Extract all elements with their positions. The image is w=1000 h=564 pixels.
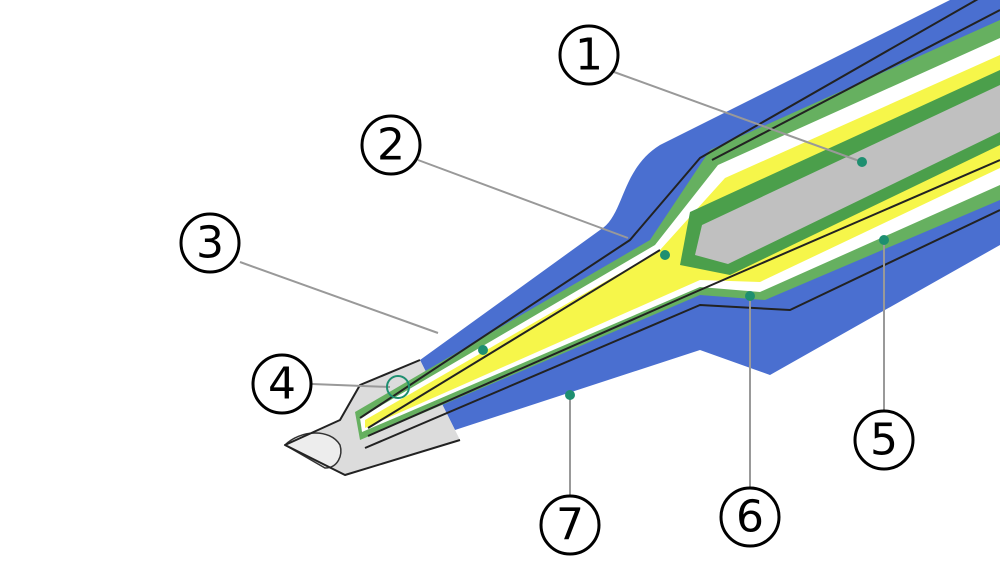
tip-facet: [283, 432, 342, 469]
callout-number: 3: [196, 218, 224, 269]
callout-number: 6: [736, 492, 764, 543]
inner-outline-top: [711, 9, 1000, 161]
leader-4: [311, 383, 391, 388]
callout-7: 7: [539, 494, 601, 556]
callout-3: 3: [179, 212, 241, 274]
marker-dot-2: [660, 250, 670, 260]
marker-dot-7: [565, 390, 575, 400]
lower-outline: [364, 209, 1000, 449]
callout-number: 1: [575, 30, 603, 81]
callout-2: 2: [360, 114, 422, 176]
callout-4: 4: [251, 353, 313, 415]
marker-dot-5: [879, 235, 889, 245]
callout-number: 2: [377, 120, 405, 171]
callout-number: 4: [268, 359, 296, 410]
marker-ring-4: [386, 375, 410, 399]
callout-number: 7: [556, 500, 584, 551]
marker-dots: [386, 157, 889, 400]
callout-6: 6: [719, 486, 781, 548]
leader-3: [239, 261, 439, 334]
marker-dot-3: [478, 345, 488, 355]
marker-dot-1: [857, 157, 867, 167]
leader-2: [417, 159, 629, 239]
core-line-2: [367, 249, 661, 429]
tip-outline: [284, 359, 461, 476]
upper-outline: [359, 0, 979, 419]
leader-1: [613, 71, 863, 163]
core-line-1: [367, 159, 1000, 437]
marker-dot-6: [745, 291, 755, 301]
callout-1: 1: [558, 24, 620, 86]
leader-lines: [239, 71, 885, 495]
center-core: [695, 85, 1000, 264]
callout-number: 5: [870, 415, 898, 466]
callout-5: 5: [853, 409, 915, 471]
